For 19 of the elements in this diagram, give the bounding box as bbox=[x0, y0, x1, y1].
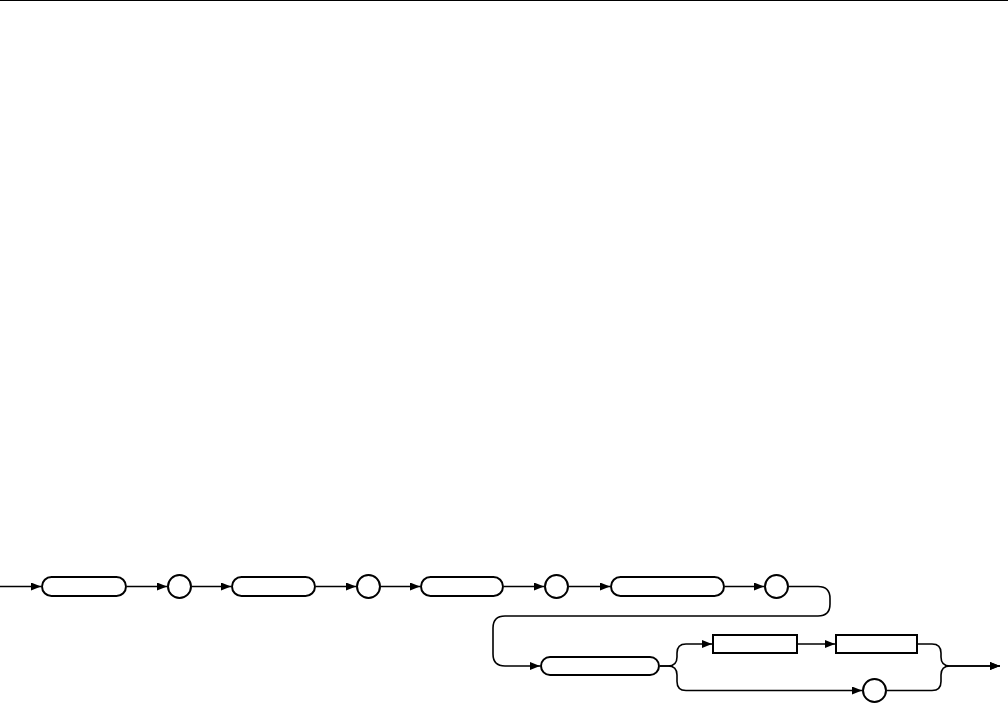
arrow bbox=[797, 640, 836, 648]
rounded-terminal bbox=[420, 576, 504, 597]
arrow bbox=[568, 582, 611, 591]
rectangle-node bbox=[712, 634, 798, 654]
rectangle-node bbox=[835, 634, 918, 654]
rounded-terminal bbox=[610, 576, 725, 597]
arrow bbox=[315, 582, 357, 591]
arrow bbox=[492, 585, 831, 670]
arrow bbox=[0, 582, 42, 591]
rounded-terminal bbox=[540, 656, 660, 676]
rounded-terminal bbox=[231, 576, 316, 597]
arrow bbox=[886, 662, 1001, 692]
arrow bbox=[503, 582, 545, 591]
arrow bbox=[380, 582, 421, 591]
arrow bbox=[724, 582, 765, 591]
arrow bbox=[191, 582, 232, 591]
rounded-terminal bbox=[41, 576, 127, 597]
arrow bbox=[659, 665, 863, 695]
arrow bbox=[126, 582, 168, 591]
